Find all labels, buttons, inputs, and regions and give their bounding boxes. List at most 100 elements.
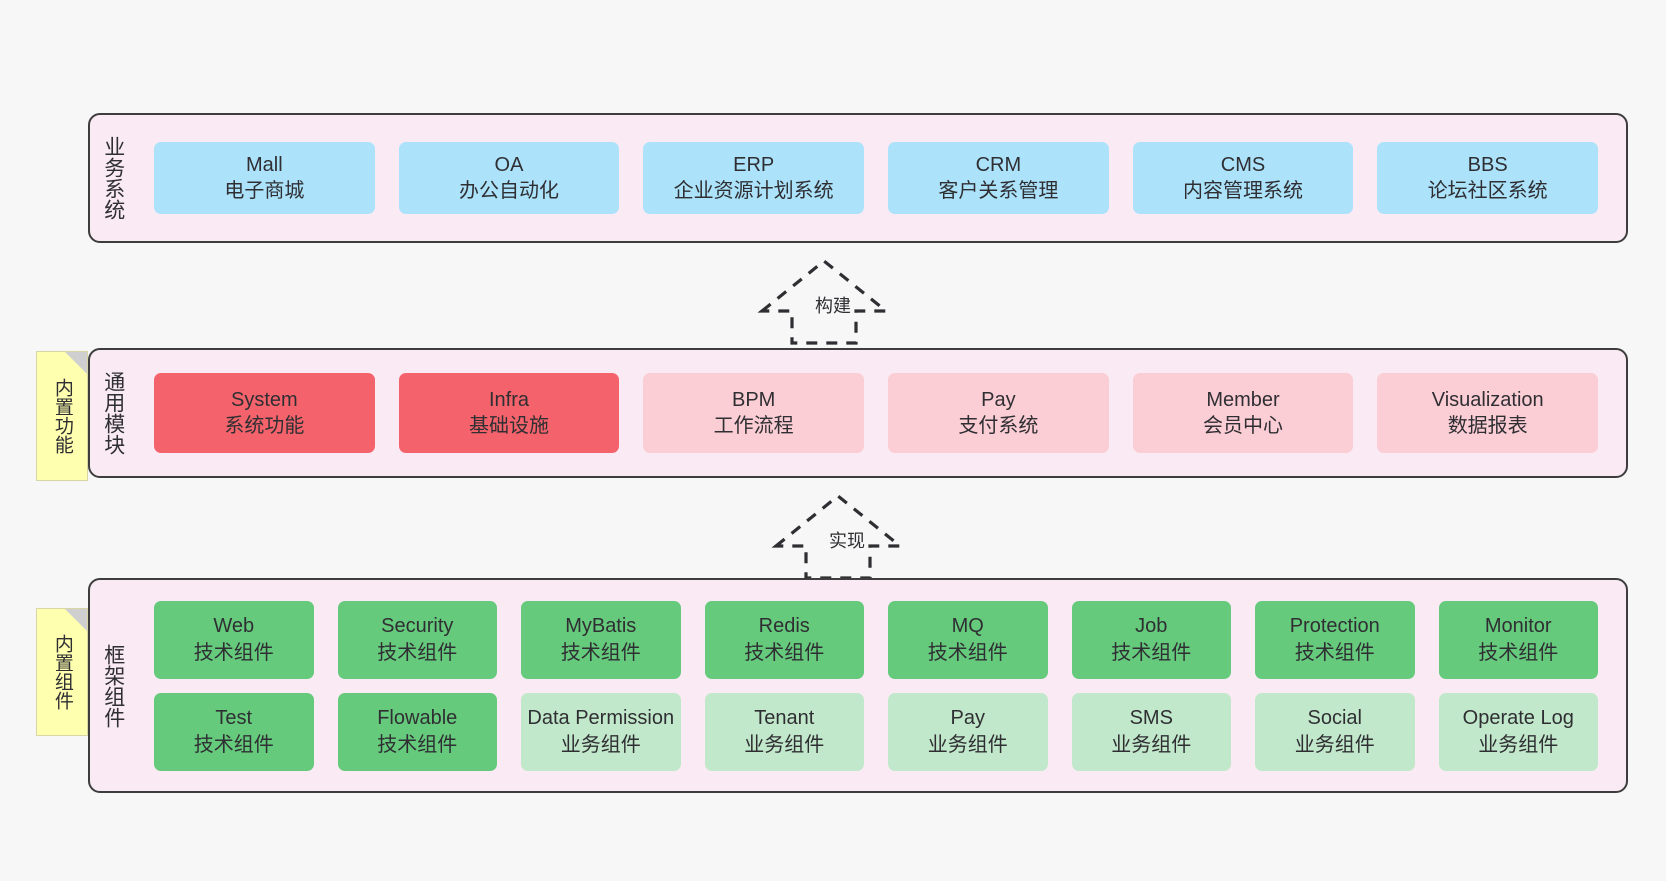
node-row: Test 技术组件 Flowable 技术组件 Data Permission … <box>142 692 1610 771</box>
node-title: BPM <box>732 388 776 411</box>
node-flowable[interactable]: Flowable 技术组件 <box>337 692 497 771</box>
node-erp[interactable]: ERP 企业资源计划系统 <box>643 142 865 214</box>
note-builtin-function: 内置功能 <box>36 351 88 481</box>
node-title: MQ <box>951 615 984 638</box>
node-title: MyBatis <box>565 615 637 638</box>
node-subtitle: 技术组件 <box>744 641 825 664</box>
node-title: Operate Log <box>1462 707 1574 730</box>
node-subtitle: 会员中心 <box>1203 415 1284 437</box>
arrow-build-label: 构建 <box>815 296 851 316</box>
layer-business-system-body: Mall 电子商城 OA 办公自动化 ERP 企业资源计划系统 CRM 客户关系… <box>136 115 1626 241</box>
node-title: Protection <box>1289 615 1380 638</box>
node-subtitle: 技术组件 <box>193 733 274 756</box>
node-title: Monitor <box>1484 615 1552 638</box>
node-title: Flowable <box>377 707 458 730</box>
node-subtitle: 业务组件 <box>1294 733 1375 756</box>
node-system[interactable]: System 系统功能 <box>154 373 375 453</box>
node-subtitle: 电子商城 <box>224 180 305 202</box>
node-oa[interactable]: OA 办公自动化 <box>398 142 620 214</box>
node-data-permission[interactable]: Data Permission 业务组件 <box>521 692 681 771</box>
node-pay-component[interactable]: Pay 业务组件 <box>888 692 1048 771</box>
node-subtitle: 技术组件 <box>1478 641 1559 664</box>
node-subtitle: 数据报表 <box>1447 415 1528 437</box>
node-bpm[interactable]: BPM 工作流程 <box>643 373 865 453</box>
node-subtitle: 技术组件 <box>193 641 274 664</box>
node-row: Web 技术组件 Security 技术组件 MyBatis 技术组件 Redi… <box>142 600 1610 679</box>
node-title: Pay <box>950 707 985 730</box>
node-title: Test <box>215 707 253 730</box>
node-pay[interactable]: Pay 支付系统 <box>888 373 1109 453</box>
node-monitor[interactable]: Monitor 技术组件 <box>1438 600 1598 679</box>
node-title: Web <box>213 615 255 638</box>
node-subtitle: 技术组件 <box>927 641 1008 664</box>
node-title: System <box>230 388 298 411</box>
node-subtitle: 业务组件 <box>1478 733 1559 756</box>
node-security[interactable]: Security 技术组件 <box>337 600 497 679</box>
node-subtitle: 技术组件 <box>1294 641 1375 664</box>
node-title: Security <box>381 615 454 638</box>
node-subtitle: 技术组件 <box>377 641 458 664</box>
node-subtitle: 业务组件 <box>927 733 1008 756</box>
node-subtitle: 技术组件 <box>1111 641 1192 664</box>
arrow-build-outline <box>757 258 891 345</box>
layer-common-module: 通用模块 System 系统功能 Infra 基础设施 BPM 工作流程 Pay… <box>88 348 1628 478</box>
node-protection[interactable]: Protection 技术组件 <box>1255 600 1415 679</box>
arrow-implement-label: 实现 <box>829 531 865 551</box>
node-title: Redis <box>758 615 810 638</box>
node-subtitle: 系统功能 <box>224 415 305 437</box>
node-title: Infra <box>488 388 530 411</box>
node-subtitle: 内容管理系统 <box>1183 180 1304 202</box>
node-tenant[interactable]: Tenant 业务组件 <box>704 692 864 771</box>
node-subtitle: 业务组件 <box>744 733 825 756</box>
arrow-build: 构建 <box>752 255 912 345</box>
node-mall[interactable]: Mall 电子商城 <box>154 142 375 214</box>
arrow-implement: 实现 <box>766 490 926 580</box>
node-title: Member <box>1206 388 1280 411</box>
node-title: ERP <box>733 153 775 176</box>
node-job[interactable]: Job 技术组件 <box>1071 600 1231 679</box>
node-bbs[interactable]: BBS 论坛社区系统 <box>1377 142 1599 214</box>
layer-business-system-title: 业务系统 <box>101 136 125 220</box>
node-subtitle: 基础设施 <box>469 415 549 437</box>
node-subtitle: 企业资源计划系统 <box>673 180 834 202</box>
node-subtitle: 办公自动化 <box>459 180 559 202</box>
node-title: Visualization <box>1431 388 1544 411</box>
node-sms[interactable]: SMS 业务组件 <box>1071 692 1231 771</box>
node-subtitle: 支付系统 <box>958 415 1039 437</box>
layer-framework-component: 框架组件 Web 技术组件 Security 技术组件 MyBatis 技术组件… <box>88 578 1628 793</box>
node-member[interactable]: Member 会员中心 <box>1132 373 1354 453</box>
node-redis[interactable]: Redis 技术组件 <box>704 600 864 679</box>
node-title: BBS <box>1467 153 1508 176</box>
node-operate-log[interactable]: Operate Log 业务组件 <box>1438 692 1598 771</box>
node-title: Job <box>1135 615 1168 638</box>
arrow-implement-outline <box>771 493 905 580</box>
layer-business-system: 业务系统 Mall 电子商城 OA 办公自动化 ERP 企业资源计划系统 CRM… <box>88 113 1628 243</box>
note-builtin-function-label: 内置功能 <box>51 378 73 454</box>
node-title: Tenant <box>754 707 815 730</box>
node-subtitle: 技术组件 <box>560 641 641 664</box>
node-title: OA <box>494 153 524 176</box>
layer-common-module-title: 通用模块 <box>101 371 125 455</box>
node-title: SMS <box>1129 707 1173 730</box>
node-title: Data Permission <box>527 707 675 730</box>
layer-framework-component-body: Web 技术组件 Security 技术组件 MyBatis 技术组件 Redi… <box>136 580 1626 791</box>
node-title: Mall <box>246 153 283 176</box>
node-social[interactable]: Social 业务组件 <box>1255 692 1415 771</box>
node-test[interactable]: Test 技术组件 <box>154 692 314 771</box>
note-builtin-component-label: 内置组件 <box>51 634 73 710</box>
node-cms[interactable]: CMS 内容管理系统 <box>1132 142 1354 214</box>
node-title: CRM <box>975 153 1022 176</box>
node-subtitle: 工作流程 <box>713 415 794 437</box>
node-visualization[interactable]: Visualization 数据报表 <box>1377 373 1599 453</box>
node-web[interactable]: Web 技术组件 <box>154 600 314 679</box>
node-subtitle: 业务组件 <box>560 733 641 756</box>
node-subtitle: 论坛社区系统 <box>1427 180 1548 202</box>
node-infra[interactable]: Infra 基础设施 <box>398 373 620 453</box>
node-crm[interactable]: CRM 客户关系管理 <box>888 142 1109 214</box>
node-mq[interactable]: MQ 技术组件 <box>888 600 1048 679</box>
node-subtitle: 业务组件 <box>1111 733 1192 756</box>
layer-framework-component-title: 框架组件 <box>101 643 125 728</box>
node-title: Pay <box>981 388 1016 411</box>
node-row: Mall 电子商城 OA 办公自动化 ERP 企业资源计划系统 CRM 客户关系… <box>142 142 1610 214</box>
node-mybatis[interactable]: MyBatis 技术组件 <box>521 600 681 679</box>
